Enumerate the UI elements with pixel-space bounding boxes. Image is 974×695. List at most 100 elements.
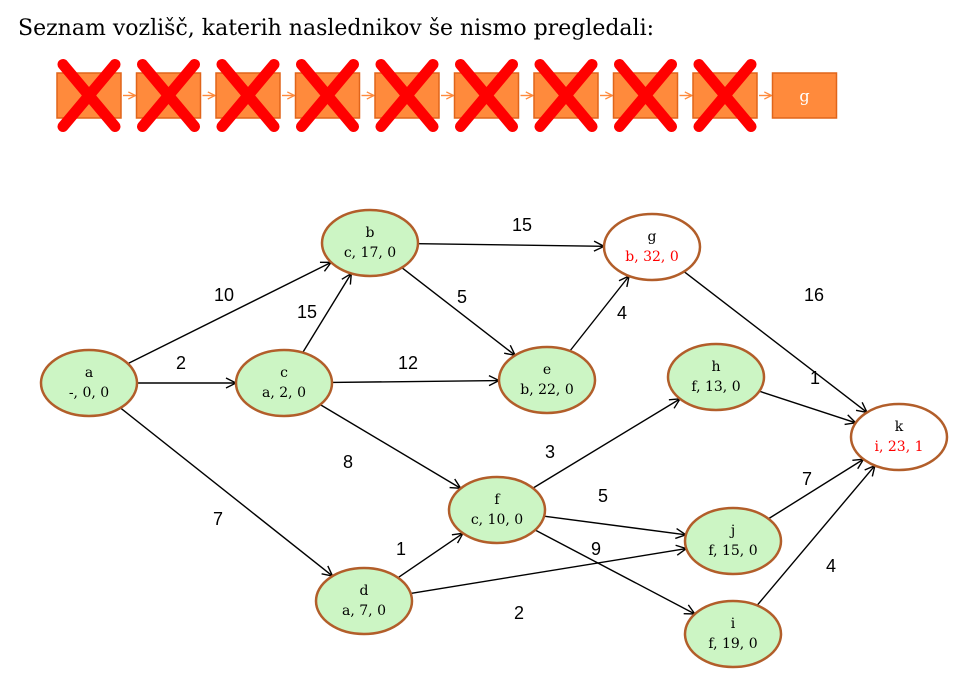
edge-weight-d-f: 1 bbox=[396, 539, 406, 559]
edge-b-e bbox=[401, 267, 515, 356]
node-e: e b, 22, 0 bbox=[497, 345, 597, 415]
node-ellipse bbox=[602, 212, 702, 282]
cross-mark-icon bbox=[375, 59, 439, 132]
node-ellipse bbox=[849, 402, 949, 472]
edge-weight-i-k: 4 bbox=[826, 556, 836, 576]
queue-item bbox=[692, 59, 758, 132]
edge-weight-c-e: 12 bbox=[398, 353, 418, 373]
edge-weight-c-f: 8 bbox=[343, 452, 353, 472]
node-ellipse bbox=[666, 342, 766, 412]
edge-weight-f-h: 3 bbox=[545, 442, 555, 462]
edge-j-k bbox=[768, 459, 863, 520]
queue-box-label: g bbox=[799, 87, 809, 106]
node-layer: a -, 0, 0 b c, 17, 0 c a, 2, 0 d a, 7, 0 e b, 22,… bbox=[39, 208, 949, 669]
node-c: c a, 2, 0 bbox=[234, 348, 334, 418]
node-g: g b, 32, 0 bbox=[602, 212, 702, 282]
edge-weight-h-k: 1 bbox=[810, 368, 820, 388]
node-name: g bbox=[648, 229, 657, 245]
node-label: c, 10, 0 bbox=[471, 512, 523, 528]
edge-i-k bbox=[756, 466, 875, 606]
node-ellipse bbox=[320, 208, 420, 278]
queue-item bbox=[56, 59, 122, 132]
queue-item bbox=[135, 59, 202, 132]
node-ellipse bbox=[39, 348, 139, 418]
node-ellipse bbox=[683, 506, 783, 576]
edge-d-f bbox=[397, 533, 463, 579]
node-name: d bbox=[360, 583, 369, 599]
node-label: c, 17, 0 bbox=[344, 245, 396, 261]
edge-weight-d-j: 2 bbox=[514, 603, 524, 623]
edge-weight-f-i: 9 bbox=[591, 539, 601, 559]
node-name: e bbox=[543, 362, 551, 378]
node-b: b c, 17, 0 bbox=[320, 208, 420, 278]
node-ellipse bbox=[314, 566, 414, 636]
queue-item bbox=[533, 59, 599, 132]
node-i: if, 19, 0 bbox=[683, 599, 783, 669]
node-label: b, 32, 0 bbox=[625, 249, 678, 265]
node-name: b bbox=[366, 225, 375, 241]
edge-weight-b-e: 5 bbox=[457, 287, 467, 307]
edge-weight-a-b: 10 bbox=[214, 285, 234, 305]
queue-box bbox=[771, 72, 838, 119]
cross-mark-icon bbox=[614, 59, 677, 132]
edge-a-d bbox=[120, 407, 332, 576]
node-ellipse bbox=[497, 345, 597, 415]
queue-item bbox=[374, 59, 440, 132]
edge-weight-f-j: 5 bbox=[598, 486, 608, 506]
node-label: f, 15, 0 bbox=[708, 543, 757, 559]
queue-item bbox=[612, 59, 679, 132]
node-label: a, 7, 0 bbox=[342, 603, 386, 619]
node-label: b, 22, 0 bbox=[520, 382, 573, 398]
node-name: f bbox=[494, 492, 501, 508]
edge-weight-a-c: 2 bbox=[176, 353, 186, 373]
node-k: k i, 23, 1 bbox=[849, 402, 949, 472]
cross-mark-icon bbox=[693, 59, 757, 132]
edge-weight-c-b: 15 bbox=[297, 302, 317, 322]
edge-f-i bbox=[534, 529, 695, 614]
node-label: -, 0, 0 bbox=[69, 385, 109, 401]
queue-item bbox=[294, 59, 361, 132]
cross-mark-icon bbox=[455, 59, 518, 132]
node-name: a bbox=[85, 365, 93, 381]
node-h: h f, 13, 0 bbox=[666, 342, 766, 412]
edge-weight-e-g: 4 bbox=[617, 303, 627, 323]
edge-f-h bbox=[532, 399, 680, 489]
node-ellipse bbox=[683, 599, 783, 669]
edge-e-g bbox=[569, 276, 629, 352]
node-d: d a, 7, 0 bbox=[314, 566, 414, 636]
node-name: k bbox=[895, 419, 904, 435]
edge-weight-j-k: 7 bbox=[802, 469, 812, 489]
queue-item bbox=[215, 59, 281, 132]
node-a: a -, 0, 0 bbox=[39, 348, 139, 418]
edge-weight-a-d: 7 bbox=[213, 509, 223, 529]
cross-mark-icon bbox=[137, 59, 200, 132]
edge-h-k bbox=[759, 390, 855, 423]
queue-item bbox=[453, 59, 520, 132]
edge-b-g bbox=[417, 244, 604, 247]
cross-mark-icon bbox=[296, 59, 359, 132]
queue-list: g bbox=[56, 59, 838, 132]
edge-d-j bbox=[410, 549, 687, 595]
node-name: j bbox=[729, 523, 735, 539]
edge-c-f bbox=[319, 404, 460, 489]
node-j: j f, 15, 0 bbox=[683, 506, 783, 576]
edge-weight-b-g: 15 bbox=[512, 215, 532, 235]
page-title: Seznam vozlišč, katerih naslednikov še n… bbox=[18, 16, 654, 41]
edge-c-b bbox=[302, 273, 352, 353]
edge-g-k bbox=[683, 271, 867, 413]
edge-weight-g-k: 16 bbox=[804, 285, 824, 305]
node-name: c bbox=[280, 365, 288, 381]
cross-mark-icon bbox=[57, 59, 121, 132]
node-f: f c, 10, 0 bbox=[447, 475, 547, 545]
node-ellipse bbox=[234, 348, 334, 418]
node-label: f, 19, 0 bbox=[708, 636, 757, 652]
edge-a-b bbox=[127, 262, 331, 365]
edge-f-j bbox=[544, 515, 686, 535]
node-label: a, 2, 0 bbox=[262, 385, 306, 401]
node-label: i, 23, 1 bbox=[875, 439, 924, 455]
node-name: h bbox=[711, 359, 720, 375]
node-label: f, 13, 0 bbox=[691, 379, 740, 395]
